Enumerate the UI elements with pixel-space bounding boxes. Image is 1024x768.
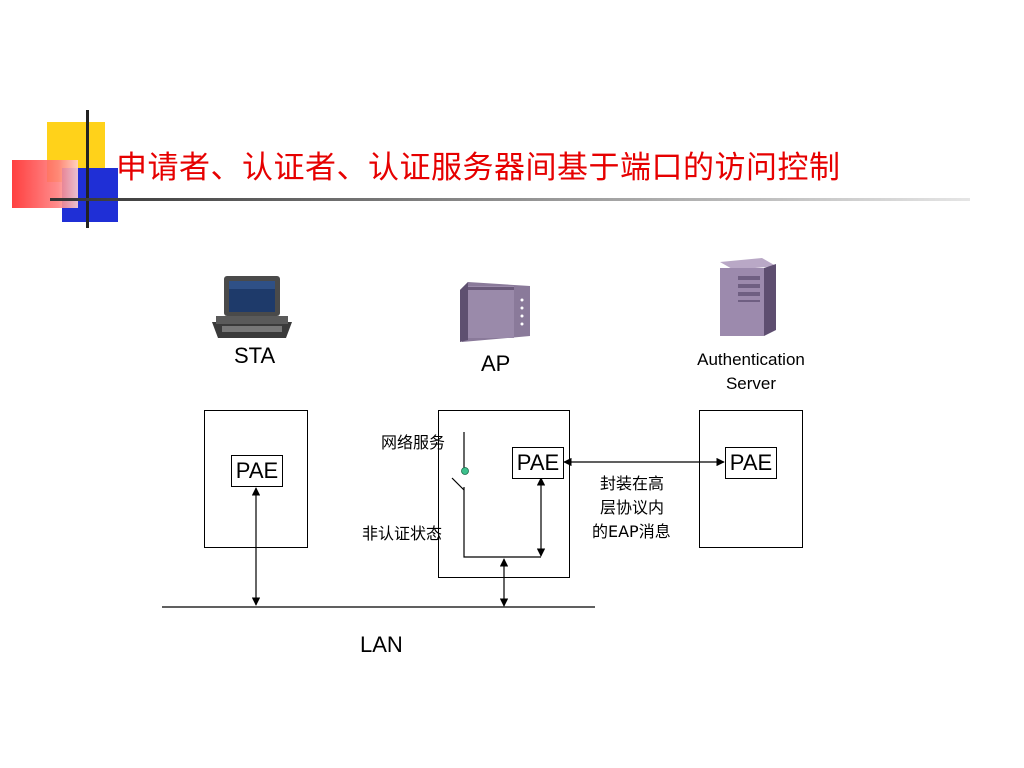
- server-label-line1: Authentication: [697, 350, 805, 369]
- laptop-icon-shape: [212, 276, 292, 338]
- eap-label-line1: 封装在高: [600, 474, 665, 493]
- server-icon-shape: [720, 258, 776, 336]
- title-underline: [50, 198, 970, 201]
- server-pae: PAE: [725, 447, 777, 479]
- eap-label-line3: 的EAP消息: [592, 522, 671, 541]
- server-box: [699, 410, 803, 548]
- ap-label: AP: [481, 351, 511, 376]
- unauth-state-label: 非认证状态: [362, 524, 443, 543]
- sta-pae: PAE: [231, 455, 283, 487]
- ap-box: [438, 410, 570, 578]
- network-service-label: 网络服务: [381, 433, 446, 452]
- eap-label-line2: 层协议内: [600, 498, 665, 517]
- ap-pae: PAE: [512, 447, 564, 479]
- slide-title: 申请者、认证者、认证服务器间基于端口的访问控制: [116, 150, 841, 186]
- decor-vertical-line: [86, 110, 89, 228]
- sta-label: STA: [234, 343, 276, 368]
- access-point-icon-shape: [460, 282, 530, 342]
- server-label-line2: Server: [725, 374, 777, 393]
- lan-label: LAN: [360, 632, 403, 657]
